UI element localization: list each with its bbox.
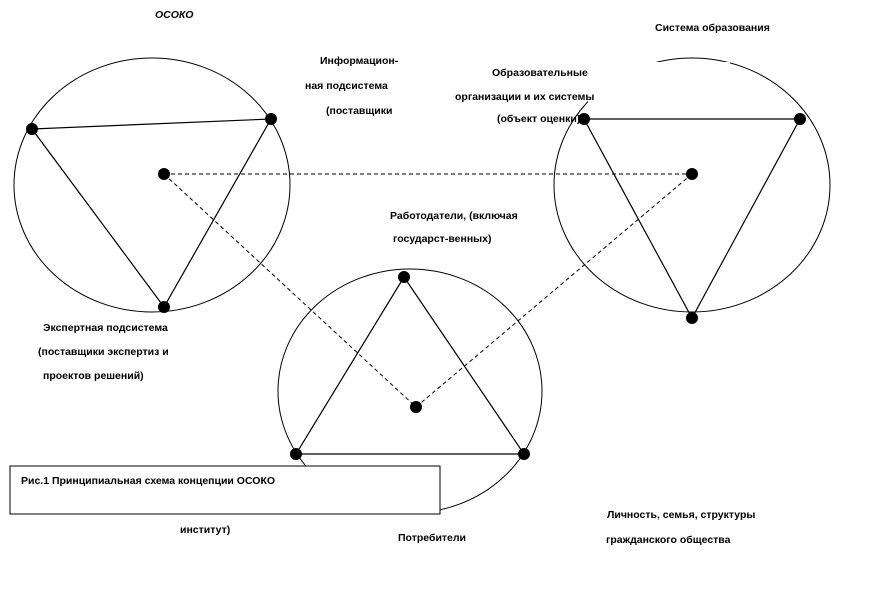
label-edu-org-line2: организации и их системы xyxy=(455,91,594,103)
label-expert-line1: Экспертная подсистема xyxy=(43,322,168,334)
node-osoko-right-vertex xyxy=(265,113,277,125)
node-consumers-top-vertex xyxy=(398,271,410,283)
dashed-link-education-consumers xyxy=(415,173,693,408)
label-expert-line2: (поставщики экспертиз и xyxy=(38,346,169,358)
node-osoko-left-vertex xyxy=(26,123,38,135)
osoko-triangle xyxy=(30,118,273,309)
node-education-left-vertex xyxy=(578,113,590,125)
label-osoko: ОСОКО xyxy=(155,9,193,21)
caption-box xyxy=(9,465,441,515)
label-education-system: Система образования xyxy=(655,22,770,34)
label-society-line1: Личность, семья, структуры xyxy=(607,509,755,521)
dashed-link-osoko-consumers xyxy=(163,173,417,408)
label-info-subsystem-line1: Информацион- xyxy=(320,55,399,67)
node-education-center xyxy=(686,168,698,180)
consumers-triangle xyxy=(294,275,526,455)
label-employers-line1: Работодатели, (включая xyxy=(390,210,518,222)
label-consumers: Потребители xyxy=(398,532,466,544)
node-consumers-center xyxy=(410,401,422,413)
node-osoko-center xyxy=(158,168,170,180)
node-education-right-vertex xyxy=(794,113,806,125)
label-mask-info xyxy=(300,110,400,138)
node-consumers-left-vertex xyxy=(290,448,302,460)
label-info-subsystem-line2: ная подсистема xyxy=(305,80,388,92)
label-institute: институт) xyxy=(180,524,230,536)
label-info-subsystem-line3: (поставщики xyxy=(326,105,392,117)
label-society-line2: гражданского общества xyxy=(606,534,731,546)
education-system-triangle xyxy=(582,118,802,320)
label-mask-right-2 xyxy=(588,84,628,146)
label-mask-right xyxy=(565,62,730,84)
node-education-bottom-vertex xyxy=(686,312,698,324)
osoko-circle xyxy=(13,57,291,313)
label-caption: Рис.1 Принципиальная схема концепции ОСО… xyxy=(21,475,275,487)
node-consumers-right-vertex xyxy=(518,448,530,460)
label-expert-line3: проектов решений) xyxy=(43,370,144,382)
label-employers-line2: государст-венных) xyxy=(393,233,491,245)
label-edu-org-line3: (объект оценки) xyxy=(497,113,580,125)
label-edu-org-line1: Образовательные xyxy=(492,67,588,79)
node-osoko-bottom-vertex xyxy=(158,301,170,313)
